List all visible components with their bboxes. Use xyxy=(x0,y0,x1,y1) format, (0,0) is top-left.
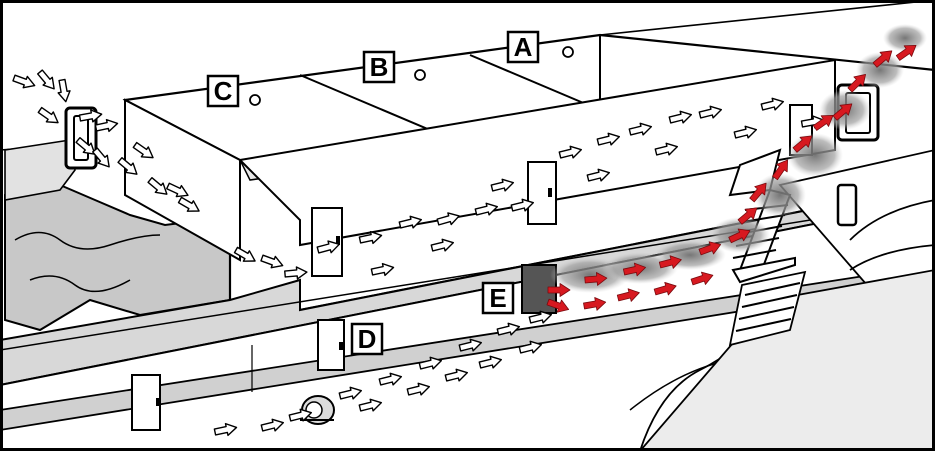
sensor-c-icon xyxy=(249,94,261,106)
svg-text:A: A xyxy=(514,32,533,62)
svg-text:E: E xyxy=(489,283,506,313)
label-d: D xyxy=(350,322,384,356)
svg-text:D: D xyxy=(358,324,377,354)
sensor-a-icon xyxy=(562,46,574,58)
ventilation-fan-icon xyxy=(300,395,335,425)
label-b: B xyxy=(362,50,396,84)
svg-text:C: C xyxy=(214,76,233,106)
svg-text:B: B xyxy=(370,52,389,82)
label-e: E xyxy=(481,281,515,315)
label-c: C xyxy=(206,74,240,108)
sensor-b-icon xyxy=(414,69,426,81)
label-a: A xyxy=(506,30,540,64)
lower-door-1 xyxy=(131,374,161,431)
